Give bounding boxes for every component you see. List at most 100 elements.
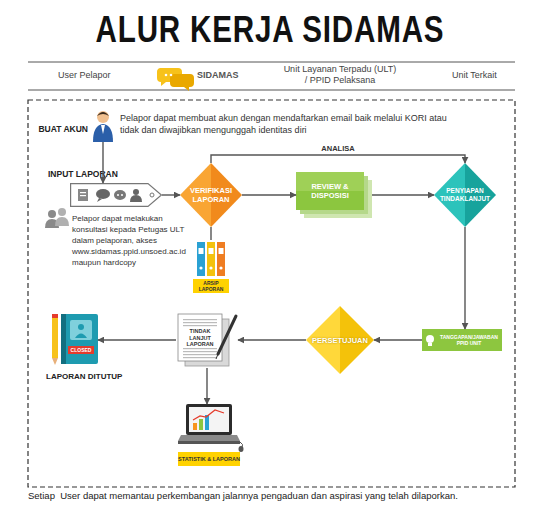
closed-book-part (75, 334, 87, 339)
document-icon-part (183, 354, 217, 355)
statistics-laptop-part (186, 404, 232, 435)
input-tag-part (121, 194, 123, 196)
input-tag-part (97, 198, 102, 202)
document-icon-part (183, 322, 217, 323)
response-box-part (426, 335, 434, 343)
account-icon: BUAT AKUNPelapor dapat membuat akun deng… (92, 110, 114, 142)
response-box: TANGGAPAN/JAWABAN PPID UNIT (422, 329, 502, 351)
document-icon-part (178, 314, 222, 361)
decoration-part (170, 74, 173, 77)
input-tag-part (114, 190, 126, 200)
archive-icon-part (209, 248, 214, 254)
header-label: SIDAMAS (197, 70, 239, 80)
document-icon-part (216, 354, 218, 359)
account-icon-part (97, 111, 109, 123)
connector-arrow (210, 227, 211, 240)
closed-stamp: CLOSED (68, 346, 94, 354)
decoration-part (165, 74, 168, 77)
connector-arrow (464, 227, 465, 329)
input-tag-part (133, 189, 139, 195)
archive-icon-part (207, 242, 215, 276)
decoration-part (28, 62, 515, 63)
closed-book-part (61, 314, 98, 364)
statistics-label: STATISTIK & LAPORAN (178, 452, 240, 466)
statistics-laptop-part (178, 435, 240, 441)
connector-arrow (374, 339, 422, 340)
decoration-part (48, 210, 56, 218)
connector-arrow (206, 368, 207, 404)
decoration-part (55, 217, 69, 226)
archive-icon-part (217, 242, 225, 276)
statistics-laptop-part (199, 419, 203, 430)
edge-label: ANALISA (321, 144, 354, 153)
people-icon (45, 208, 69, 228)
header-rule (28, 62, 515, 90)
decision-diamond: VERIFIKASI LAPORAN (180, 163, 242, 227)
input-tag-part (117, 194, 119, 196)
connector-arrow (372, 194, 434, 195)
archive-icon-part (219, 248, 224, 254)
closed-book-shape (52, 314, 98, 366)
header-label: User Pelapor (58, 70, 111, 80)
process-box-part (296, 172, 364, 210)
closed-book-part (52, 314, 58, 318)
connector-arrow (211, 155, 465, 163)
closed-book-part (78, 324, 84, 330)
account-icon-part (93, 124, 113, 142)
logo-icon (157, 68, 194, 91)
node-heading: LAPORAN DITUTUP (46, 372, 122, 381)
statistics-laptop-part (189, 407, 229, 432)
document-icon-part (183, 325, 217, 326)
decoration-part (28, 100, 515, 487)
statistics-laptop: STATISTIK & LAPORAN (178, 404, 240, 470)
archive-icon-part (219, 266, 222, 269)
document-icon-part (183, 348, 217, 349)
input-tag: INPUT LAPORANPelapor dapat melakukan kon… (70, 183, 162, 207)
decision-diamond: PERSETUJUAN (306, 306, 374, 374)
closed-book: CLOSEDLAPORAN DITUTUP (52, 314, 98, 366)
document-icon-part (183, 357, 217, 358)
node-description: Pelapor dapat melakukan konsultasi kepad… (72, 213, 194, 268)
input-tag-part (130, 195, 142, 202)
response-box-part (422, 329, 502, 351)
input-tag-part (78, 189, 88, 201)
input-tag-part (80, 195, 86, 196)
account-icon-part (101, 125, 105, 134)
decoration-part (58, 208, 66, 216)
header-label: Unit Terkait (452, 70, 497, 80)
input-tag-part (71, 184, 162, 207)
statistics-laptop-part (178, 441, 240, 444)
archive-icon-part (199, 266, 202, 269)
document-icon-part (183, 351, 217, 352)
input-tag-part (96, 189, 110, 199)
account-icon-shape (92, 110, 114, 142)
archive-icon-part (197, 242, 205, 276)
node-description: Pelapor dapat membuat akun dengan mendaf… (120, 112, 450, 136)
node-heading: BUAT AKUN (38, 124, 88, 134)
connector-arrow (242, 194, 296, 195)
statistics-laptop-part (193, 410, 224, 420)
decision-diamond: PENYIAPAN TINDAKLANJUT (434, 163, 496, 227)
decoration-part (170, 74, 194, 91)
closed-book-part (52, 358, 58, 365)
diamond-label: PENYIAPAN TINDAKLANJUT (434, 163, 496, 227)
process-box: REVIEW & DISPOSISI (296, 172, 372, 218)
connector-arrow (102, 142, 103, 183)
archive-icon: ARSIP LAPORAN (196, 240, 226, 292)
document-icon: TINDAK LANJUT LAPORAN (176, 312, 238, 368)
diamond-label: PERSETUJUAN (306, 306, 374, 374)
statistics-laptop-part (193, 423, 197, 430)
archive-icon-part (199, 248, 204, 254)
archive-label: ARSIP LAPORAN (193, 279, 229, 293)
closed-book-part (70, 320, 92, 340)
archive-icon-part (209, 266, 212, 269)
node-heading: INPUT LAPORAN (48, 169, 118, 179)
decoration-part (28, 90, 515, 91)
caption: Setiap User dapat memantau perkembangan … (28, 490, 458, 502)
header-label: Unit Layanan Terpadu (ULT) / PPID Pelaks… (283, 64, 397, 86)
response-box-part (428, 343, 432, 346)
response-label: TANGGAPAN/JAWABAN PPID UNIT (437, 329, 501, 351)
